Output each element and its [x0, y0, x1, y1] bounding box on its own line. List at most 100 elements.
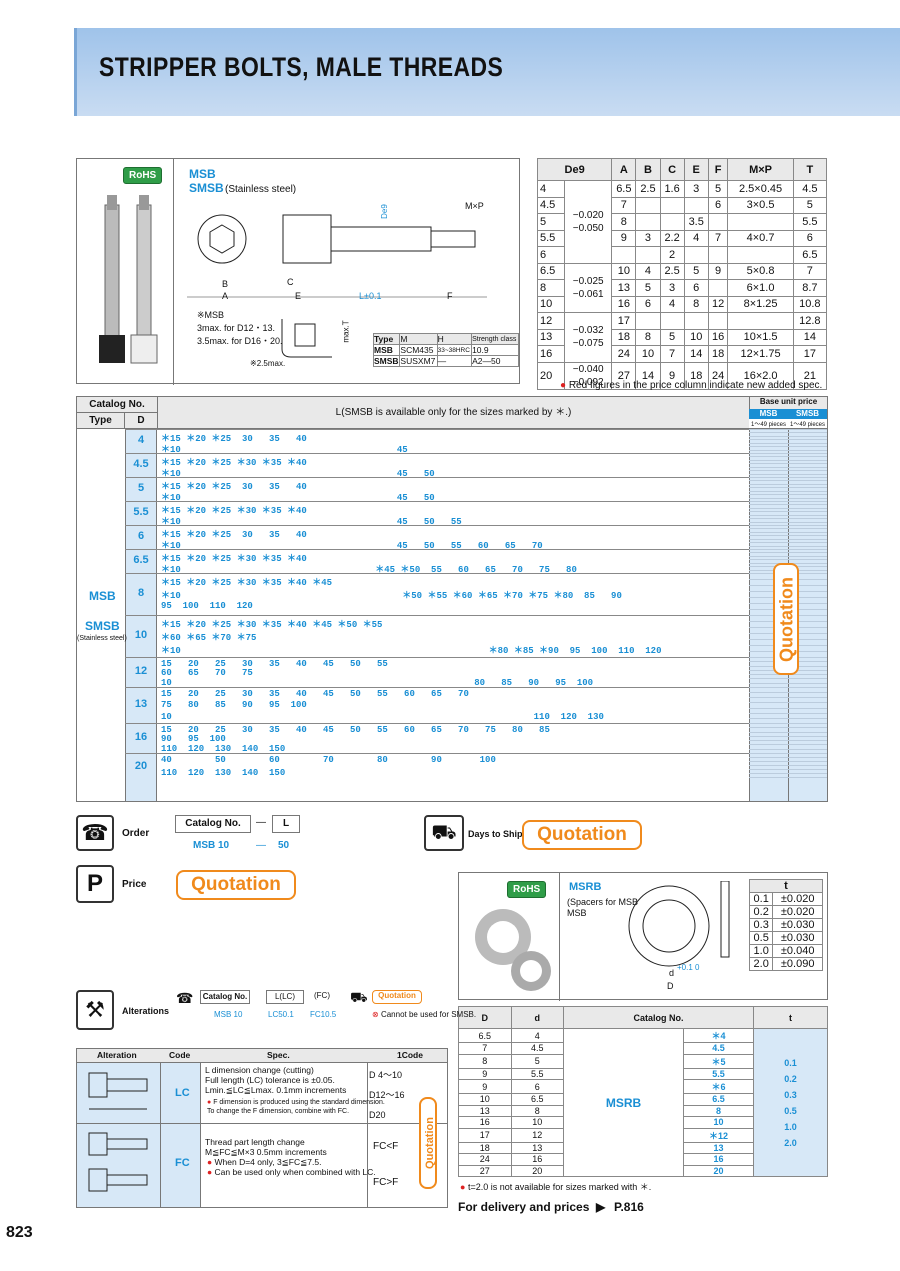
bolt-photo — [99, 195, 158, 364]
alt-ex2: LC50.1 — [268, 1010, 294, 1019]
main-row-bot: ＊10 45 50 55 60 65 70 — [161, 540, 543, 551]
dim-header: M×P — [727, 158, 794, 181]
text-msrb-rows-1-1: 4.5 — [510, 1042, 564, 1055]
text-dim_table-tol1b: −0.050 — [572, 222, 604, 234]
dim-cell: 18 — [683, 361, 709, 390]
label-e: E — [295, 291, 302, 301]
dim-cell: 10 — [683, 328, 709, 346]
dim-cell: 1.6 — [659, 180, 685, 198]
main-row-bot2: 95 100 110 120 — [161, 601, 253, 612]
msrb-desc2: MSB — [567, 908, 587, 918]
title-banner: STRIPPER BOLTS, MALE THREADS — [74, 28, 900, 116]
text-main_table-type_msb: MSB — [89, 589, 116, 603]
lc-code: LC — [175, 1087, 190, 1099]
text-alterations-lc_spec-0: L dimension change (cutting) — [205, 1065, 314, 1075]
order-example-l: 50 — [278, 840, 290, 851]
alterations-icon: ⚒ — [76, 990, 114, 1030]
dim-cell: 14 — [683, 345, 709, 363]
dim-d: 6 — [536, 246, 566, 264]
alt-ex1: MSB 10 — [214, 1010, 243, 1019]
text-alterations-fc_spec-1: M≦FC≦M×3 0.5mm increments — [205, 1147, 327, 1157]
dim-d: 13 — [536, 328, 566, 346]
text-alterations-lc_spec-1: Full length (LC) tolerance is ±0.05. — [205, 1075, 335, 1085]
main-row-d: 10 — [134, 629, 148, 641]
text-msrb-rows-5-1: 6.5 — [510, 1093, 564, 1106]
dim-cell: 13 — [611, 279, 637, 297]
dim-header: B — [635, 158, 661, 181]
text-msrb-note: t=2.0 is not available for sizes marked … — [467, 1182, 652, 1192]
main-row-bot: 10 110 120 130 — [161, 711, 604, 722]
main-row-bot: ＊10 ＊80 ＊85 ＊90 95 100 110 120 — [161, 646, 662, 657]
text-product-material_table-headers-0: Type — [372, 333, 401, 345]
dim-cell — [635, 213, 661, 231]
text-msrb-rows-5-2: 6.5 — [683, 1093, 754, 1106]
text-alterations-fc_spec-0: Thread part length change — [205, 1137, 305, 1147]
dim-cell — [635, 246, 661, 264]
main-row-bot: ＊10 ＊50 ＊55 ＊60 ＊65 ＊70 ＊75 ＊80 85 90 — [161, 591, 622, 602]
alt-header-alteration: Alteration — [97, 1050, 137, 1060]
text-product-material_table-headers-1: M — [399, 333, 438, 345]
dim-cell: 6 — [707, 196, 729, 214]
dim-cell: 12×1.75 — [727, 345, 794, 363]
dim-cell: 3 — [635, 229, 661, 247]
text-product-material_table-headers-2: H — [436, 333, 473, 345]
main-row-d: 16 — [134, 731, 148, 743]
dim-cell: 6×1.0 — [727, 279, 794, 297]
dim-d: 16 — [536, 345, 566, 363]
text-msrb-t_vals-4: 1.0 — [784, 1121, 797, 1132]
main-row-top: 15 20 25 30 35 40 45 50 55 60 65 70 75 8… — [161, 725, 550, 735]
dim-cell: 2.2 — [659, 229, 685, 247]
text-msrb-rows-7-2: 10 — [683, 1116, 754, 1129]
dim-cell — [707, 213, 729, 231]
delivery-text: For delivery and prices — [458, 1200, 590, 1214]
main-quotation-vertical: Quotation — [776, 577, 797, 662]
main-row-d: 20 — [134, 760, 148, 772]
main-row-top: ＊15 ＊20 ＊25 30 35 40 — [161, 530, 307, 540]
main-row-bot: ＊10 ＊45 ＊50 55 60 65 70 75 80 — [161, 564, 577, 575]
text-msrb-rows-5-0: 10 — [458, 1093, 512, 1106]
dim-cell — [727, 213, 794, 231]
fc-code-lt: FC<F — [373, 1141, 399, 1152]
main-row-mid: ＊60 ＊65 ＊70 ＊75 — [161, 633, 257, 644]
text-msrb-t_rows-5-1: ±0.090 — [772, 957, 823, 971]
dim-cell: 21 — [792, 361, 828, 390]
text-product-notes-2: 3.5max. for D16・20. — [197, 336, 283, 346]
dim-cell: 5 — [635, 279, 661, 297]
dim-cell: 24 — [611, 345, 637, 363]
text-msrb-t_header: t — [749, 879, 823, 893]
text-msrb-t_rows-0-0: 0.1 — [748, 892, 774, 906]
dim-d: 4.5 — [536, 196, 566, 214]
text-msrb-t_vals-5: 2.0 — [784, 1137, 797, 1148]
dim-cell: 2.5×0.45 — [727, 180, 794, 198]
text-msrb-rows-3-2: 5.5 — [683, 1067, 754, 1080]
text-main_table-msb: MSB — [749, 409, 788, 419]
text-alterations-cannot: Cannot be used for SMSB. — [380, 1010, 477, 1019]
text-msrb-rows-8-1: 12 — [510, 1127, 564, 1143]
dim-d: 5.5 — [536, 229, 566, 247]
text-msrb-headers-1: d — [510, 1006, 564, 1029]
text-msrb-rows-0-0: 6.5 — [458, 1028, 512, 1043]
text-msrb-t_rows-4-1: ±0.040 — [772, 944, 823, 958]
text-msrb-t_vals-2: 0.3 — [784, 1089, 797, 1100]
dim-cell — [611, 246, 637, 264]
text-dim_table-tol3: −0.032 — [572, 325, 604, 337]
dim-cell: 27 — [611, 361, 637, 390]
alterations-table: Alteration Code Spec. 1Code LC L dimensi… — [76, 1048, 448, 1208]
text-msrb-rows-6-2: 8 — [683, 1104, 754, 1117]
main-row-top: 40 50 60 70 80 90 100 — [161, 755, 496, 765]
price-label: Price — [122, 879, 147, 890]
dim-d: 4 — [536, 180, 566, 198]
dim-cell: 5×0.8 — [727, 262, 794, 280]
dim-cell: 4 — [635, 262, 661, 280]
text-alterations-lc_codes-2: D20 — [369, 1110, 386, 1120]
text-msrb-rows-4-2: ＊6 — [683, 1079, 754, 1094]
dim-cell: 10 — [611, 262, 637, 280]
text-msrb-rows-11-2: 20 — [683, 1164, 754, 1177]
main-row-bot: ＊10 45 50 55 — [161, 516, 462, 527]
delivery-page-link[interactable]: P.816 — [614, 1200, 644, 1214]
text-msrb-t_vals-3: 0.5 — [784, 1105, 797, 1116]
text-msrb-rows-10-2: 16 — [683, 1153, 754, 1166]
text-msrb-rows-9-1: 13 — [510, 1141, 564, 1154]
